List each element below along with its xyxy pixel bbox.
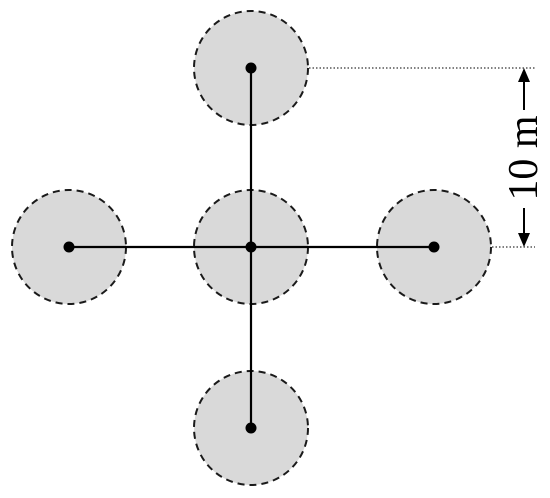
dimension-arrowhead-up-icon: [518, 68, 530, 82]
node-top: [245, 62, 257, 74]
node-bottom: [245, 422, 257, 434]
node-right: [428, 241, 440, 253]
dimension-label: 10 m: [501, 115, 547, 201]
node-left: [63, 241, 75, 253]
node-center: [245, 241, 257, 253]
dimension-arrowhead-down-icon: [518, 233, 530, 247]
